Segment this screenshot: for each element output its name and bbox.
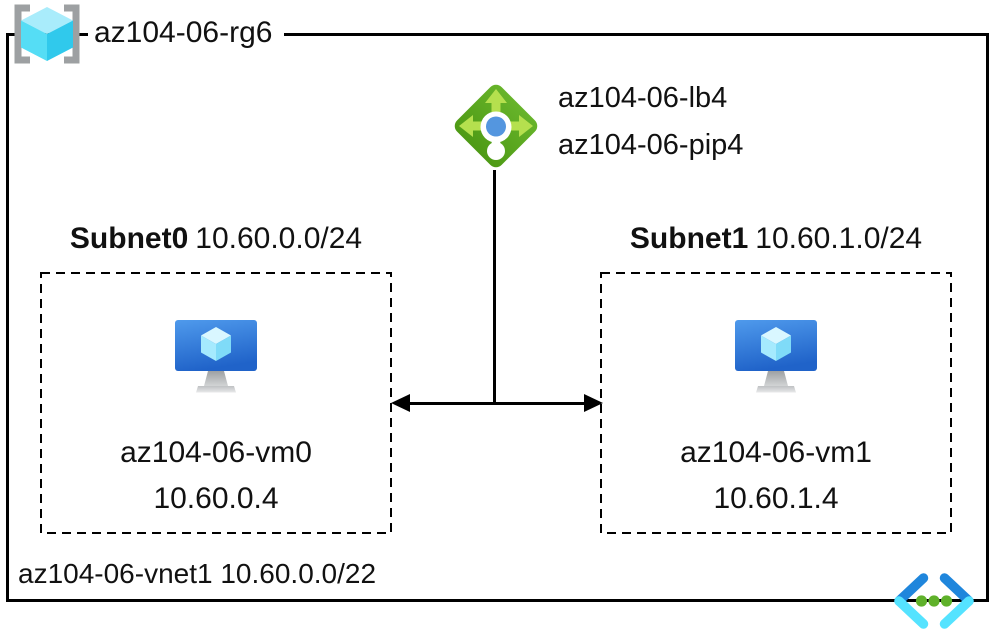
subnet1-boundary — [600, 272, 952, 534]
subnet0-name: Subnet0 — [69, 222, 189, 255]
vm-cube-left — [201, 335, 216, 361]
virtual-network-icon — [894, 573, 974, 629]
resource-group-boundary — [6, 33, 989, 602]
cube-right-face — [47, 20, 73, 61]
lb-blue-dot — [486, 116, 506, 137]
vnet-dot — [915, 595, 928, 607]
vnet-label: az104-06-vnet1 10.60.0.0/22 — [18, 558, 377, 589]
vm-stand-base — [196, 386, 236, 393]
vm-stand-neck — [764, 371, 788, 386]
vm0-name: az104-06-vm0 — [120, 436, 312, 469]
public-ip-name: az104-06-pip4 — [558, 129, 744, 161]
bracket-left — [14, 4, 30, 64]
load-balancer-icon — [454, 84, 538, 168]
vm-cube-right — [216, 335, 231, 361]
connector-vertical-line — [493, 170, 496, 403]
resource-group-icon — [14, 4, 80, 64]
arrow-right-icon — [499, 115, 533, 137]
vm0-labels: az104-06-vm0 10.60.0.4 — [40, 430, 392, 522]
vnet-dot — [928, 595, 940, 607]
subnet0-dashed-border — [40, 272, 392, 534]
chevron-right-upper — [939, 573, 974, 606]
chevron-left-upper — [894, 573, 929, 606]
subnet1-cidr: 10.60.1.0/24 — [755, 222, 923, 255]
vm-stand-neck — [204, 371, 228, 386]
vm1-labels: az104-06-vm1 10.60.1.4 — [600, 430, 952, 522]
vnet-dot — [940, 595, 953, 607]
arrowhead-right-icon — [584, 394, 603, 412]
subnet1-name: Subnet1 — [629, 222, 749, 255]
vm-cube-left — [761, 335, 776, 361]
bracket-right — [64, 4, 80, 64]
connector-horizontal-line — [405, 402, 585, 405]
vm1-icon — [735, 320, 817, 393]
subnet0-cidr: 10.60.0.0/24 — [195, 222, 363, 255]
vm-stand-base — [756, 386, 796, 393]
vm0-icon — [175, 320, 257, 393]
vm0-ip: 10.60.0.4 — [153, 482, 279, 515]
arrow-up-icon — [485, 89, 507, 123]
vm1-ip: 10.60.1.4 — [713, 482, 839, 515]
vm1-name: az104-06-vm1 — [680, 436, 872, 469]
subnet0-boundary — [40, 272, 392, 534]
lb-stem-ball — [487, 142, 505, 160]
arrowhead-left-icon — [391, 394, 410, 412]
resource-group-label: az104-06-rg6 — [88, 13, 285, 53]
chevron-left-lower — [894, 596, 929, 629]
vm-cube-right — [776, 335, 791, 361]
chevron-right-lower — [939, 596, 974, 629]
subnet1-dashed-border — [600, 272, 952, 534]
arrow-left-icon — [459, 115, 493, 137]
cube-left-face — [21, 20, 47, 61]
load-balancer-labels: az104-06-lb4 az104-06-pip4 — [558, 75, 743, 169]
load-balancer-name: az104-06-lb4 — [558, 82, 728, 114]
